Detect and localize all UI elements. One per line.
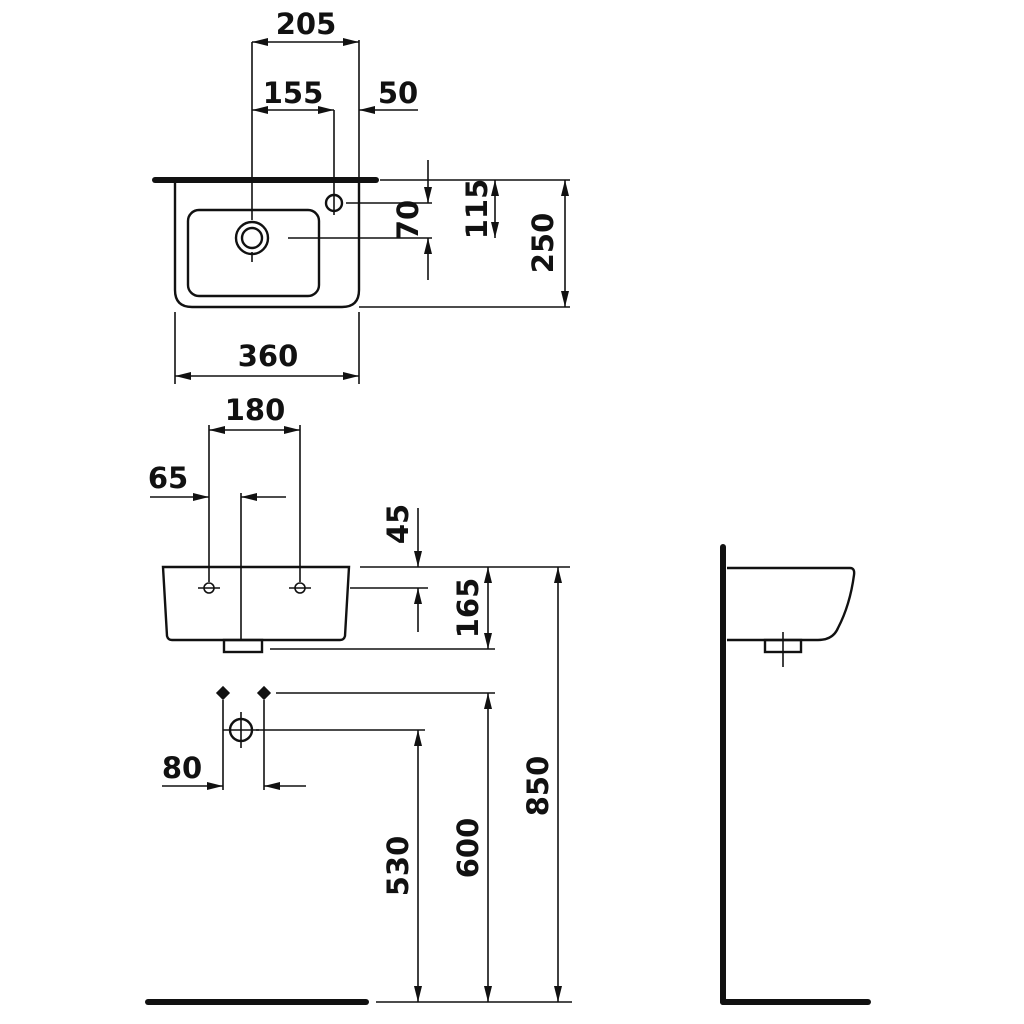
dim-label-50: 50: [378, 76, 418, 110]
arrow: [554, 567, 562, 583]
dim-label-115: 115: [460, 179, 494, 240]
arrow: [424, 238, 432, 254]
dim-label-165: 165: [451, 578, 485, 639]
basin-outline-side: [727, 566, 856, 642]
arrow: [491, 180, 499, 196]
fixing-point-left-icon: [215, 685, 231, 701]
arrow: [484, 633, 492, 649]
arrow: [359, 106, 375, 114]
dim-label-155: 155: [263, 76, 324, 110]
arrow: [554, 986, 562, 1002]
bracket-mark-right-icon: [289, 582, 311, 594]
arrow: [414, 588, 422, 604]
waste-outlet-front: [222, 638, 264, 654]
side-view: [720, 544, 871, 1005]
arrow: [175, 372, 191, 380]
dim-label-180: 180: [225, 393, 286, 427]
dim-label-530: 530: [381, 836, 415, 897]
drain-icon: [234, 220, 270, 256]
arrow: [209, 426, 225, 434]
arrow: [252, 38, 268, 46]
arrow: [414, 986, 422, 1002]
arrow: [207, 782, 223, 790]
front-view: 180 65 45 165: [145, 393, 572, 1005]
arrow: [484, 567, 492, 583]
arrow: [414, 730, 422, 746]
arrow: [561, 180, 569, 196]
arrow: [414, 551, 422, 567]
arrow: [318, 106, 334, 114]
arrow: [424, 187, 432, 203]
dim-label-45: 45: [381, 504, 415, 544]
arrow: [491, 222, 499, 238]
dim-label-80: 80: [162, 751, 202, 785]
dim-label-600: 600: [451, 818, 485, 879]
arrow: [343, 372, 359, 380]
top-view: 205 155 50 70 115 250 360: [152, 7, 570, 384]
bracket-mark-left-icon: [198, 582, 220, 594]
arrow: [561, 291, 569, 307]
basin-outline-front: [161, 565, 351, 642]
waste-point-icon: [223, 712, 259, 748]
arrow: [343, 38, 359, 46]
fixing-point-right-icon: [256, 685, 272, 701]
dim-label-65: 65: [148, 461, 188, 495]
dim-label-250: 250: [526, 213, 560, 274]
dim-label-205: 205: [276, 7, 337, 41]
dim-label-850: 850: [521, 756, 555, 817]
dim-label-360: 360: [238, 339, 299, 373]
arrow: [484, 986, 492, 1002]
basin-outline-top: [173, 183, 361, 309]
arrow: [284, 426, 300, 434]
arrow: [193, 493, 209, 501]
arrow: [252, 106, 268, 114]
arrow: [264, 782, 280, 790]
basin-bowl-top: [186, 208, 321, 298]
dim-label-70: 70: [391, 200, 425, 240]
arrow: [241, 493, 257, 501]
arrow: [484, 693, 492, 709]
